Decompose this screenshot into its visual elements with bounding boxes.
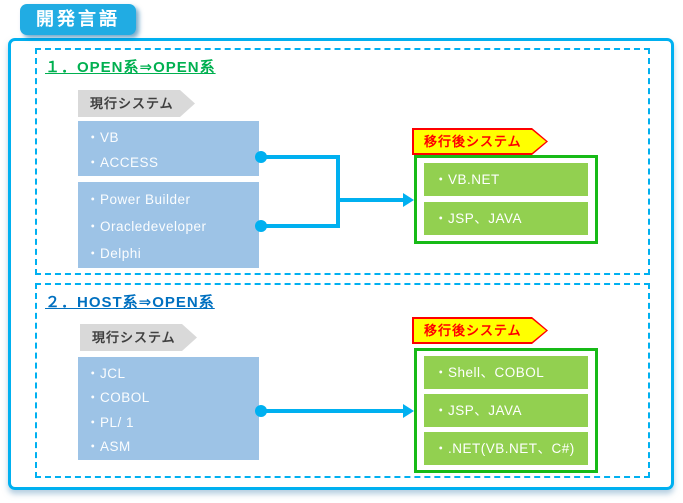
connector-arrow-line xyxy=(261,409,404,413)
section-1-heading: １．OPEN系⇒OPEN系 xyxy=(45,59,216,76)
current-system-tag-2: 現行システム xyxy=(80,324,197,351)
source-box-vb-access: ・VB ・ACCESS xyxy=(78,121,259,176)
target-item: ・.NET(VB.NET、C#) xyxy=(424,432,588,465)
connector-arrow-line xyxy=(338,198,404,202)
target-item: ・JSP、JAVA xyxy=(424,394,588,427)
arrow-right-icon xyxy=(403,193,414,207)
arrow-right-icon xyxy=(403,404,414,418)
source-item: ・Delphi xyxy=(86,245,142,261)
source-item: ・PL/ 1 xyxy=(86,414,135,430)
target-container-1: ・VB.NET ・JSP、JAVA xyxy=(414,155,598,244)
migrated-system-tag-label: 移行後システム xyxy=(414,130,546,153)
source-item: ・Oracledeveloper xyxy=(86,218,207,234)
section-host-to-open xyxy=(35,283,650,478)
section-open-to-open xyxy=(35,48,650,275)
source-box-host-langs: ・JCL ・COBOL ・PL/ 1 ・ASM xyxy=(78,357,259,460)
source-item: ・VB xyxy=(86,130,120,146)
target-item: ・JSP、JAVA xyxy=(424,202,588,235)
target-container-2: ・Shell、COBOL ・JSP、JAVA ・.NET(VB.NET、C#) xyxy=(414,348,598,473)
migrated-system-tag-label: 移行後システム xyxy=(414,319,546,342)
section-2-heading: ２．HOST系⇒OPEN系 xyxy=(45,294,215,311)
connector-line xyxy=(261,155,339,159)
source-box-pb-oracle-delphi: ・Power Builder ・Oracledeveloper ・Delphi xyxy=(78,182,259,268)
source-item: ・ACCESS xyxy=(86,154,159,170)
migrated-system-tag-1: 移行後システム xyxy=(412,128,548,155)
connector-line-vertical xyxy=(336,155,340,228)
outer-border-frame xyxy=(8,38,674,490)
current-system-tag-1: 現行システム xyxy=(78,90,195,117)
page-title: 開発言語 xyxy=(20,4,136,35)
target-item: ・VB.NET xyxy=(424,163,588,196)
source-item: ・ASM xyxy=(86,438,131,454)
source-item: ・COBOL xyxy=(86,390,150,406)
source-item: ・JCL xyxy=(86,366,126,382)
migrated-system-tag-2: 移行後システム xyxy=(412,317,548,344)
target-item: ・Shell、COBOL xyxy=(424,356,588,389)
connector-line xyxy=(261,224,339,228)
source-item: ・Power Builder xyxy=(86,192,191,208)
